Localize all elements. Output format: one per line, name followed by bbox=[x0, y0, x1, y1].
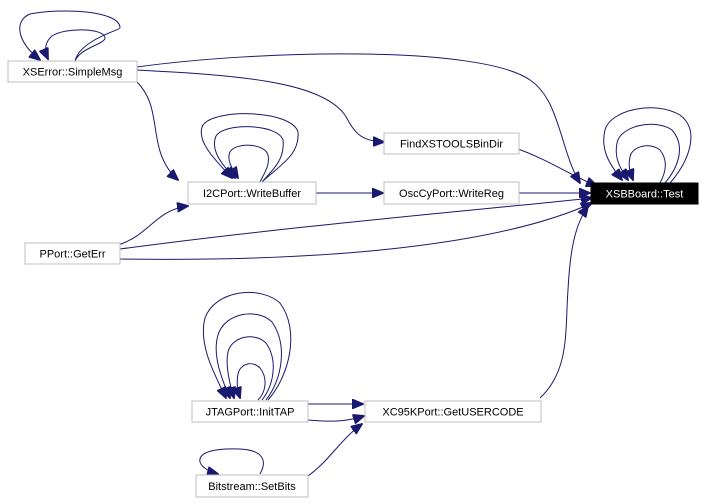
node-i2cport-writebuffer[interactable]: I2CPort::WriteBuffer bbox=[187, 181, 317, 205]
edge-simplemsg-writebuffer bbox=[136, 81, 178, 180]
edge-geterr-test-lower bbox=[119, 203, 592, 260]
node-xc95kport-getusercode[interactable]: XC95KPort::GetUSERCODE bbox=[364, 400, 542, 423]
node-label: XC95KPort::GetUSERCODE bbox=[382, 407, 523, 419]
node-label: JTAGPort::InitTAP bbox=[206, 407, 295, 419]
edge-test-self-outer bbox=[603, 107, 692, 184]
node-bitstream-setbits[interactable]: Bitstream::SetBits bbox=[195, 474, 309, 498]
edge-writebuffer-self-mid bbox=[214, 126, 284, 183]
edge-geterr-writebuffer bbox=[117, 206, 188, 246]
node-label: Bitstream::SetBits bbox=[208, 481, 296, 493]
edge-inittap-getusercode-b bbox=[307, 416, 364, 421]
node-label: XSError::SimpleMsg bbox=[23, 67, 123, 79]
edge-simplemsg-findxstools bbox=[136, 69, 384, 142]
edge-inittap-self-3 bbox=[227, 336, 274, 401]
node-label: OscCyPort::WriteReg bbox=[399, 188, 504, 200]
node-xserror-simplemsg[interactable]: XSError::SimpleMsg bbox=[7, 60, 138, 83]
node-findxstoolsbindir[interactable]: FindXSTOOLSBinDir bbox=[383, 132, 520, 155]
edge-writebuffer-self-outer bbox=[200, 113, 299, 183]
node-jtagport-inittap[interactable]: JTAGPort::InitTAP bbox=[191, 400, 309, 423]
edge-inittap-self-inner bbox=[237, 363, 266, 401]
edge-test-self-mid bbox=[615, 123, 680, 184]
edges bbox=[19, 10, 692, 477]
edge-geterr-test-upper bbox=[119, 198, 592, 250]
edge-setbits-self bbox=[199, 448, 264, 474]
nodes: XSError::SimpleMsg FindXSTOOLSBinDir I2C… bbox=[7, 60, 699, 498]
node-label: PPort::GetErr bbox=[39, 249, 105, 261]
node-label: XSBBoard::Test bbox=[606, 189, 684, 201]
edge-findxstools-test bbox=[514, 147, 597, 186]
edge-setbits-getusercode bbox=[307, 424, 362, 477]
edge-simplemsg-self-inner bbox=[46, 29, 106, 62]
node-xsbboard-test[interactable]: XSBBoard::Test bbox=[590, 182, 699, 205]
node-osccyport-writereg[interactable]: OscCyPort::WriteReg bbox=[383, 181, 520, 205]
edge-test-self-inner bbox=[629, 145, 666, 184]
edge-inittap-self-outer bbox=[202, 291, 292, 401]
node-label: I2CPort::WriteBuffer bbox=[203, 188, 301, 200]
edge-getusercode-test bbox=[539, 206, 588, 399]
edge-inittap-self-2 bbox=[215, 313, 282, 401]
edge-simplemsg-test-top bbox=[136, 53, 580, 183]
edge-writebuffer-self-inner bbox=[229, 144, 269, 183]
node-pport-geterr[interactable]: PPort::GetErr bbox=[24, 242, 121, 265]
edge-simplemsg-self-outer bbox=[19, 10, 121, 61]
node-label: FindXSTOOLSBinDir bbox=[400, 139, 503, 151]
